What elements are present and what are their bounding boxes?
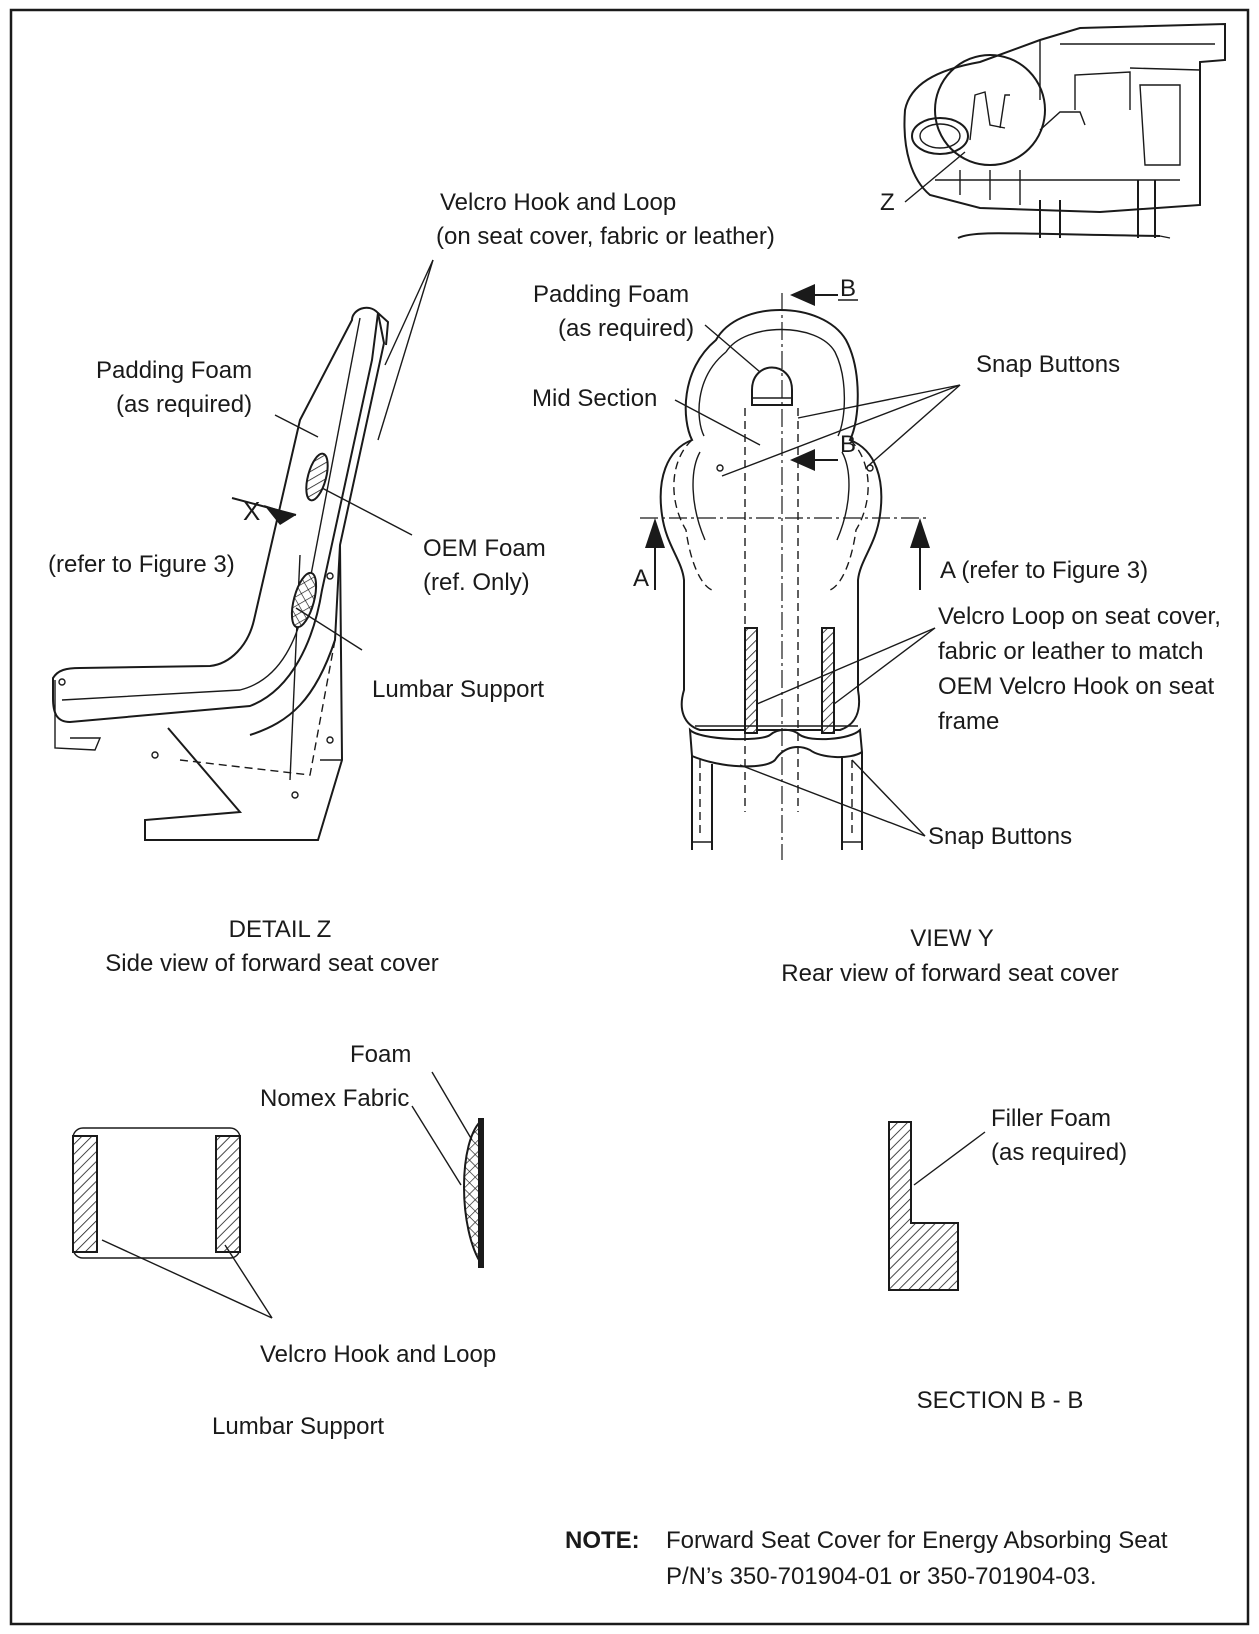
helicopter-thumbnail (903, 22, 1226, 239)
velcro-loop-label-3: OEM Velcro Hook on seat (938, 673, 1214, 700)
note-line-1: Forward Seat Cover for Energy Absorbing … (666, 1527, 1168, 1554)
detail-z-circle (934, 54, 1046, 166)
refer-figure-3-side: (refer to Figure 3) (48, 551, 235, 578)
filler-foam-label: Filler Foam (991, 1105, 1111, 1132)
b-marker-top: B (840, 275, 856, 302)
lumbar-support-side-label: Lumbar Support (372, 676, 544, 703)
velcro-loop-label-2: fabric or leather to match (938, 638, 1203, 665)
nomex-fabric-label: Nomex Fabric (260, 1085, 409, 1112)
filler-foam-sublabel: (as required) (991, 1139, 1127, 1166)
view-y-title: VIEW Y (910, 925, 994, 952)
page-border (9, 8, 1250, 1626)
x-marker: X (243, 496, 260, 526)
lumbar-support-detail (72, 1117, 484, 1269)
a-marker-left: A (633, 565, 649, 592)
section-b-b-title: SECTION B - B (917, 1387, 1084, 1414)
view-y-subtitle: Rear view of forward seat cover (781, 960, 1118, 987)
note-label: NOTE: (565, 1527, 640, 1554)
padding-foam-side-label: Padding Foam (96, 357, 252, 384)
mid-section-label: Mid Section (532, 385, 657, 412)
oem-foam-sublabel: (ref. Only) (423, 569, 530, 596)
b-marker-mid: B (840, 431, 856, 458)
view-y-seat-rear-view (640, 284, 930, 860)
velcro-hook-loop-bottom-label: Velcro Hook and Loop (260, 1341, 496, 1368)
velcro-loop-label-4: frame (938, 708, 999, 735)
padding-foam-side-sublabel: (as required) (116, 391, 252, 418)
section-b-b-detail (888, 1121, 959, 1291)
a-refer-figure-3: A (refer to Figure 3) (940, 557, 1148, 584)
foam-label: Foam (350, 1041, 411, 1068)
padding-foam-rear-sublabel: (as required) (558, 315, 694, 342)
detail-z-subtitle: Side view of forward seat cover (105, 950, 438, 977)
snap-buttons-bottom-label: Snap Buttons (928, 823, 1072, 850)
z-marker: Z (880, 189, 895, 216)
note-line-2: P/N’s 350-701904-01 or 350-701904-03. (666, 1563, 1097, 1590)
velcro-hook-loop-sublabel: (on seat cover, fabric or leather) (436, 223, 775, 250)
velcro-loop-label-1: Velcro Loop on seat cover, (938, 603, 1221, 630)
snap-buttons-top-label: Snap Buttons (976, 351, 1120, 378)
detail-z-title: DETAIL Z (229, 916, 332, 943)
padding-foam-rear-label: Padding Foam (533, 281, 689, 308)
velcro-hook-loop-label: Velcro Hook and Loop (440, 189, 676, 216)
lumbar-support-title: Lumbar Support (212, 1413, 384, 1440)
oem-foam-label: OEM Foam (423, 535, 546, 562)
